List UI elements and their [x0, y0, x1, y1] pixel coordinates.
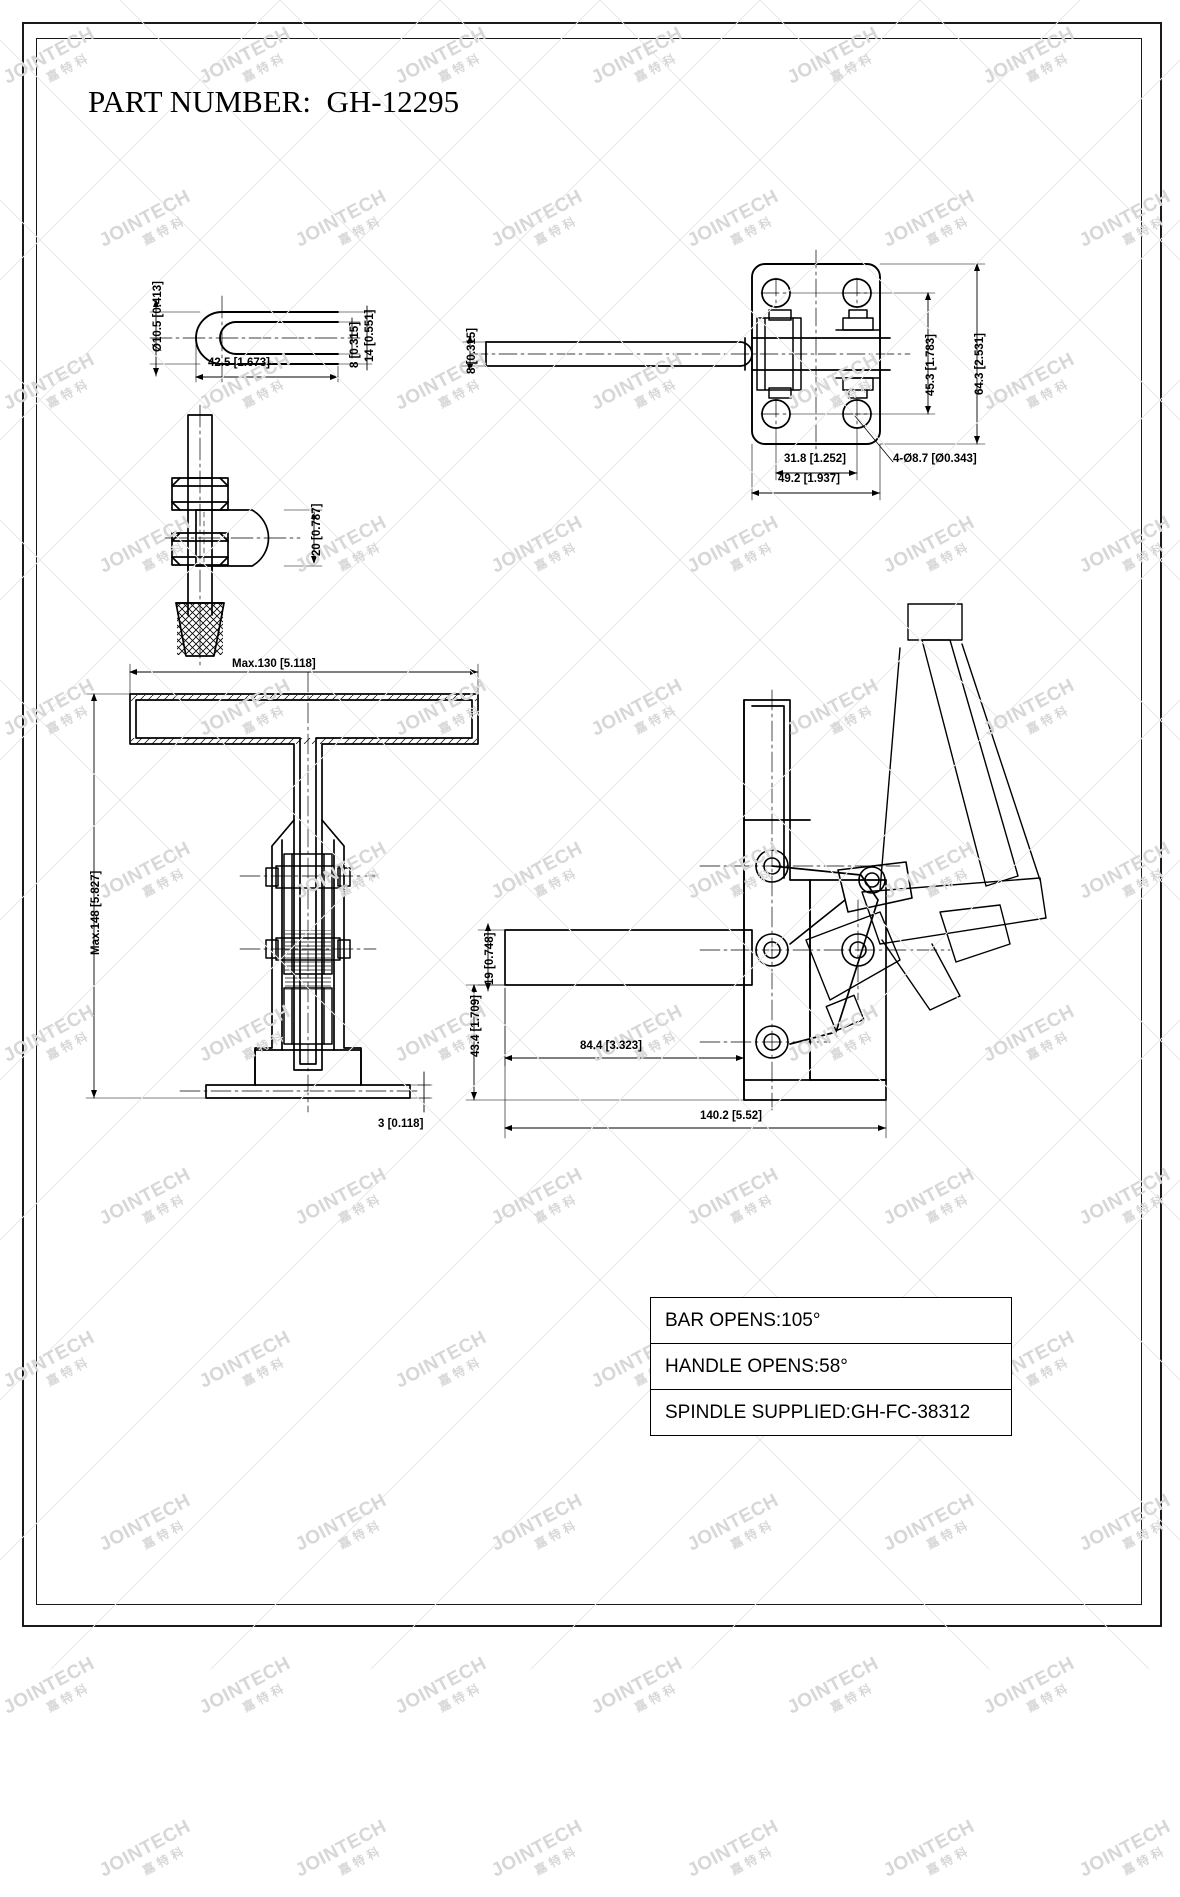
- dim-overall-length: 140.2 [5.52]: [700, 1110, 763, 1122]
- dim-base-height: 43.4 [1.709]: [470, 994, 482, 1057]
- dim-plate-height: 64.3 [2.531]: [974, 332, 986, 395]
- dim-reach: 84.4 [3.323]: [580, 1040, 643, 1052]
- part-number-prefix: PART NUMBER:: [88, 84, 311, 119]
- dim-plate-width: 49.2 [1.937]: [778, 473, 841, 485]
- dim-hole-x: 31.8 [1.252]: [784, 453, 847, 465]
- part-number-value: GH-12295: [326, 84, 460, 119]
- dim-foot-thickness: 3 [0.118]: [378, 1118, 424, 1130]
- dim-bore: Ø10.5 [0.413]: [152, 281, 164, 352]
- part-number-label: PART NUMBER: GH-12295: [88, 84, 459, 120]
- dim-handle-width: Max.130 [5.118]: [232, 658, 316, 670]
- dim-head-width: 20 [0.787]: [311, 503, 323, 556]
- dim-bar-thickness-plate: 8 [0.315]: [466, 327, 478, 374]
- dim-bar-height: 19 [0.748]: [484, 932, 496, 985]
- dim-fork-width: 14 [0.551]: [364, 309, 376, 362]
- dim-spindle-length: 42.5 [1.673]: [208, 357, 271, 369]
- dim-overall-height: Max.148 [5.827]: [90, 870, 102, 955]
- annotation-layer: PART NUMBER: GH-12295 Ø10.5 [0.413] 42.5…: [88, 84, 986, 1130]
- dim-hole-callout: 4-Ø8.7 [Ø0.343]: [893, 453, 977, 465]
- dim-hole-pitch: 45.3 [1.783]: [925, 333, 937, 396]
- dim-bar-thickness-top: 8 [0.315]: [349, 321, 361, 368]
